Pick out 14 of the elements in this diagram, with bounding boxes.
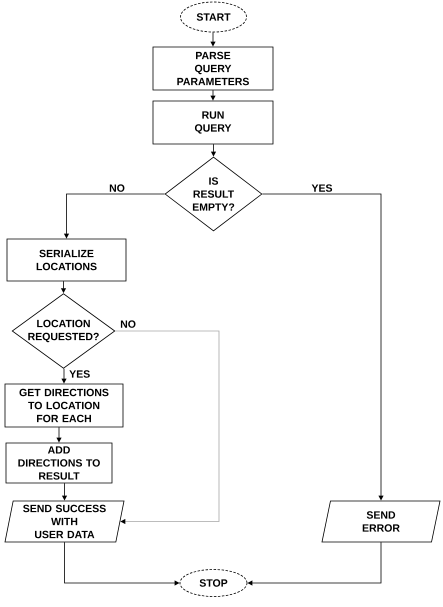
- terminal-oval: STOP: [180, 569, 248, 597]
- data-parallelogram: SEND ERROR: [322, 500, 440, 542]
- process-box: GET DIRECTIONS TO LOCATION FOR EACH: [4, 384, 124, 428]
- data-parallelogram: SEND SUCCESS WITH USER DATA: [4, 500, 124, 542]
- process-box: SERIALIZE LOCATIONS: [6, 238, 126, 282]
- edge-label: NO: [108, 183, 126, 193]
- process-box: ADD DIRECTIONS TO RESULT: [6, 442, 112, 484]
- arrow: [114, 330, 220, 524]
- process-box: PARSE QUERY PARAMETERS: [152, 46, 274, 90]
- process-box: RUN QUERY: [152, 100, 274, 144]
- edge-label: YES: [68, 369, 92, 379]
- edge-label: YES: [310, 183, 334, 193]
- terminal-oval: START: [180, 2, 247, 32]
- edge-label: NO: [119, 319, 137, 329]
